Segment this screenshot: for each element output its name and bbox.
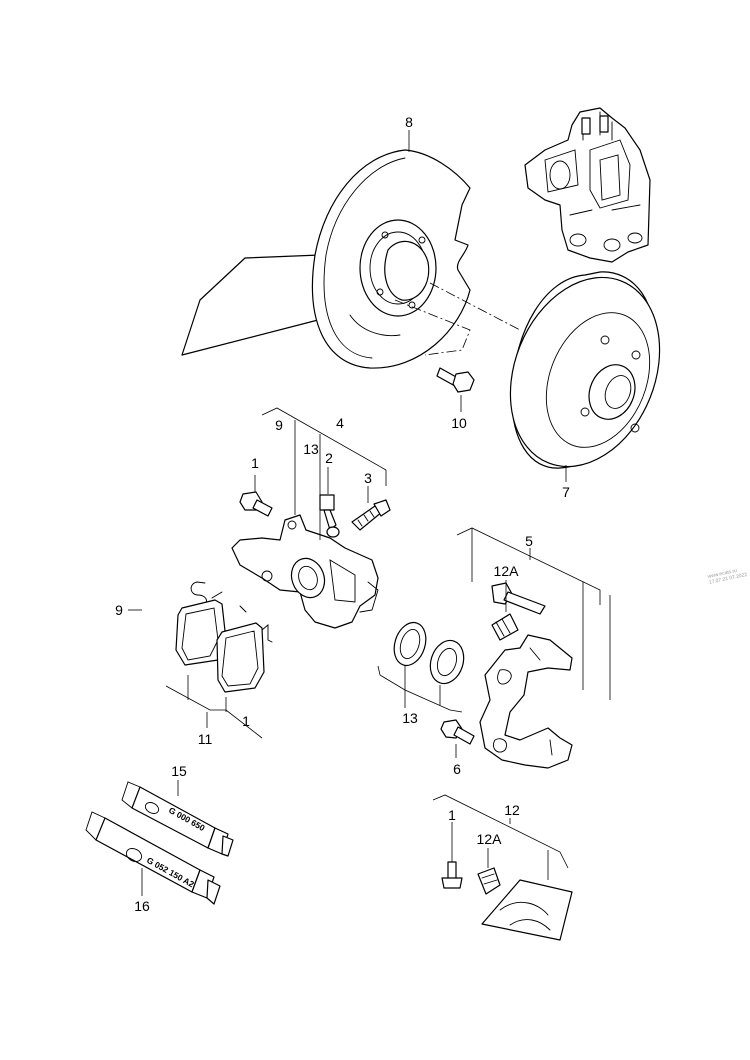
callout-1-upper: 1: [251, 455, 259, 471]
part-12-kit-bolt[interactable]: [441, 861, 463, 889]
part-13-seals[interactable]: [389, 618, 469, 687]
callout-8: 8: [405, 114, 413, 130]
part-5-brake-carrier[interactable]: [479, 634, 573, 769]
callout-16: 16: [134, 898, 150, 914]
part-7-brake-disc[interactable]: [483, 255, 686, 489]
part-3-bleeder-valve[interactable]: [351, 499, 391, 531]
callout-1-kit: 1: [448, 807, 456, 823]
bolt-assembly-line: [394, 299, 471, 356]
callout-15: 15: [171, 763, 187, 779]
callout-1-pads: 1: [242, 713, 250, 729]
callout-13-seals: 13: [402, 710, 418, 726]
watermark: www.ecats.ru 17.07.21 07.2022: [707, 568, 748, 586]
callout-3: 3: [364, 470, 372, 486]
part-12a-thread-insert[interactable]: [491, 613, 519, 641]
part-8-dust-shield[interactable]: [181, 149, 471, 369]
callout-7: 7: [562, 484, 570, 500]
callout-10: 10: [451, 415, 467, 431]
callout-4: 4: [336, 415, 344, 431]
part-13-caliper-body[interactable]: [231, 514, 379, 629]
callout-9-bracket: 9: [275, 417, 283, 433]
callout-11: 11: [198, 731, 213, 747]
callout-6: 6: [453, 761, 461, 777]
callout-12: 12: [504, 802, 520, 818]
part-2-guide-pin[interactable]: [319, 494, 340, 538]
part-6-bolt[interactable]: [440, 719, 475, 745]
part-10-hex-bolt[interactable]: [436, 367, 475, 393]
part-15-grease-tube[interactable]: G 000 650: [121, 781, 234, 857]
callout-labels: 8 10 7 9 4 13 1 2 3 9 1 11 5 12A 13 6 15…: [115, 114, 570, 914]
axle-centerline: [429, 282, 521, 331]
part-1-bolt[interactable]: [239, 491, 273, 517]
callout-5: 5: [525, 533, 533, 549]
callout-12a-carrier: 12A: [494, 563, 520, 579]
leader-lines: [128, 130, 611, 896]
part-12a-kit-insert[interactable]: [477, 867, 501, 895]
part-5-carrier-bolt[interactable]: [491, 582, 546, 615]
grease-sachet[interactable]: [481, 879, 573, 941]
callout-9-spring: 9: [115, 602, 123, 618]
caliper-assembly-upper[interactable]: [524, 107, 651, 263]
callout-2: 2: [325, 450, 333, 466]
callout-13-caliper: 13: [303, 441, 319, 457]
part-11-brake-pads[interactable]: [175, 599, 273, 693]
callout-12a-kit: 12A: [477, 831, 503, 847]
